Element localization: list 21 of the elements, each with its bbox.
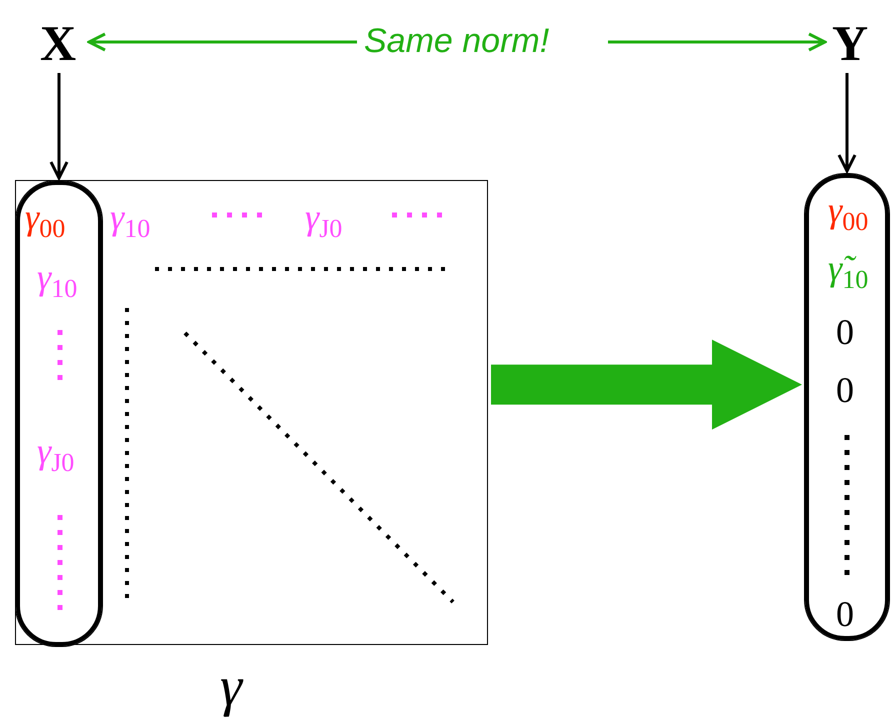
arrow xyxy=(608,32,826,52)
matrix-entry: γ$_{J0}$ xyxy=(305,199,342,242)
variable-symbol: Y xyxy=(832,18,868,68)
vector-entry: 0 xyxy=(836,596,854,632)
matrix-symbol: γ xyxy=(220,659,242,715)
note-text: Same norm! xyxy=(364,24,550,58)
block-arrow xyxy=(491,340,802,430)
matrix-entry: γ$_{10}$ xyxy=(110,199,150,242)
arrow xyxy=(88,32,357,52)
column-outline xyxy=(16,181,102,646)
arrow xyxy=(838,73,856,172)
vector-entry: 0 xyxy=(836,372,854,408)
vector-entry: γ$_{00}$ xyxy=(828,192,868,235)
matrix-entry: γ$_{J0}$ xyxy=(37,433,74,476)
vector-entry: 0 xyxy=(836,314,854,350)
arrow xyxy=(50,73,68,180)
variable-symbol: X xyxy=(40,18,76,68)
vector-outline xyxy=(805,174,889,640)
vector-entry: γ̃$_{10}$ xyxy=(828,250,868,293)
matrix-entry: γ$_{10}$ xyxy=(37,259,78,302)
matrix-entry: γ$_{00}$ xyxy=(25,199,66,242)
